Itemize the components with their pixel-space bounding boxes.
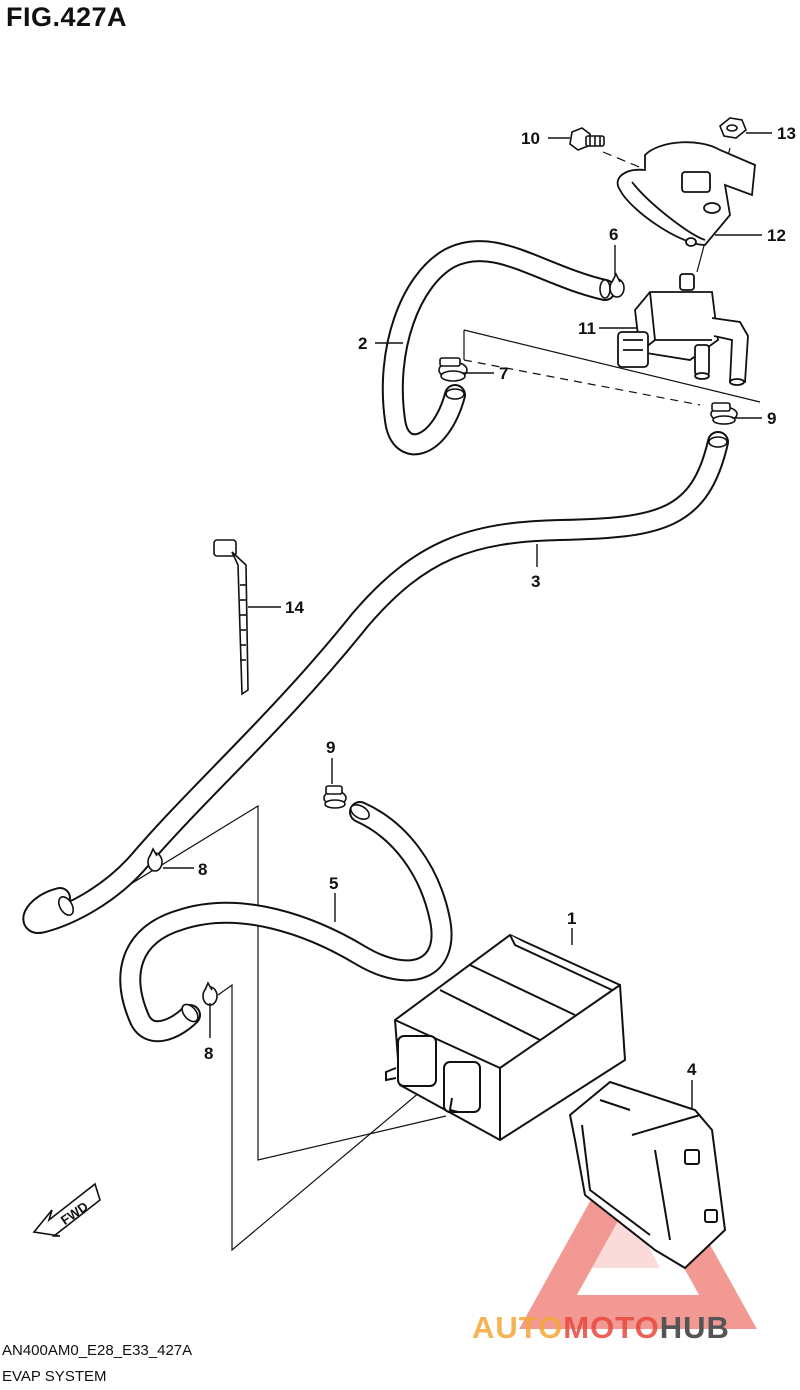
callout-4: 4: [687, 1060, 697, 1079]
watermark-word-hub: HUB: [660, 1310, 730, 1345]
figure-code: AN400AM0_E28_E33_427A: [2, 1342, 193, 1359]
callout-9-lower: 9: [326, 738, 335, 757]
clip-6: [609, 272, 625, 298]
clamp-9-lower: [323, 785, 347, 809]
callout-5: 5: [329, 874, 338, 893]
figure-title: FIG.427A: [6, 2, 128, 32]
clamp-7: [438, 357, 468, 382]
purge-valve-11: [617, 273, 749, 386]
callout-3: 3: [531, 572, 540, 591]
bracket-12: [616, 141, 756, 247]
callout-12: 12: [767, 226, 786, 245]
callout-8-lower: 8: [204, 1044, 213, 1063]
watermark-text: AUTOMOTOHUB: [472, 1310, 730, 1345]
callout-11: 11: [578, 319, 596, 338]
clip-8-lower: [202, 981, 218, 1006]
callout-14: 14: [285, 598, 304, 617]
clamp-9-upper: [710, 402, 738, 425]
watermark-word-auto: AUTO: [472, 1310, 563, 1345]
fwd-direction-arrow: FWD: [32, 1182, 101, 1237]
callout-10: 10: [521, 129, 540, 148]
reference-lines: [84, 147, 761, 1252]
hose-5: [119, 801, 453, 1043]
nut-13: [719, 117, 747, 139]
hose-2: [381, 240, 616, 456]
cover-4: [568, 1080, 727, 1270]
callout-6: 6: [609, 225, 618, 244]
clip-8-upper: [147, 847, 163, 872]
cable-tie-14: [213, 539, 249, 696]
callout-1: 1: [567, 909, 576, 928]
bolt-10: [569, 127, 605, 151]
callout-8-upper: 8: [198, 860, 207, 879]
callout-2: 2: [358, 334, 367, 353]
figure-name: EVAP SYSTEM: [2, 1368, 107, 1385]
canister-1: [385, 933, 627, 1142]
callout-numbers: 1 2 3 4 5 6 7 8 8 9 9 10 11 12 13 14: [198, 124, 796, 1079]
hose-3: [22, 431, 729, 934]
callout-7: 7: [499, 364, 508, 383]
callout-9-upper: 9: [767, 409, 776, 428]
svg-text:AUTOMOTOHUB: AUTOMOTOHUB: [472, 1310, 730, 1345]
callout-leaders: [163, 132, 772, 1108]
callout-13: 13: [777, 124, 796, 143]
watermark-word-moto: MOTO: [563, 1310, 659, 1345]
